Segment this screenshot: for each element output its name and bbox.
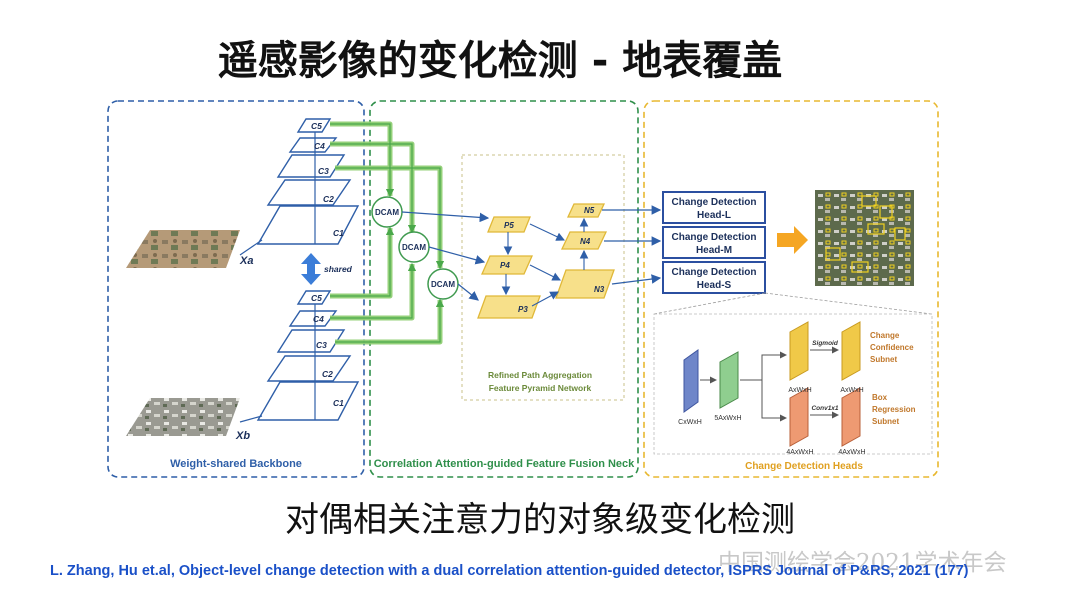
fpn-label-n5: N5 — [584, 206, 595, 215]
dcam-label-3: DCAM — [431, 280, 455, 289]
detail-box-block-1 — [789, 387, 809, 447]
layer-label-bottom-c4: C4 — [313, 314, 324, 324]
output-arrow — [777, 226, 808, 254]
shared-label: shared — [324, 264, 353, 274]
fpn-caption-line1: Refined Path Aggregation — [488, 370, 592, 380]
fpn-label-p5: P5 — [504, 221, 514, 230]
head-s-box — [662, 261, 766, 294]
feature-layer-c3-bottom — [276, 329, 346, 353]
detail-conf-dim-2: AxWxH — [840, 387, 863, 394]
box-subnet-line1: Box — [872, 393, 888, 402]
head-m-line2: Head-M — [696, 245, 732, 256]
head-m-line1: Change Detection — [671, 232, 756, 243]
feature-layer-c4-top — [288, 137, 338, 153]
box-subnet-line2: Regression — [872, 405, 916, 414]
layer-label-top-c4: C4 — [314, 141, 325, 151]
feature-layer-c2-bottom — [266, 355, 352, 382]
detail-conf-block-1 — [789, 321, 809, 381]
slide-title: 遥感影像的变化检测 - 地表覆盖 — [217, 38, 783, 84]
layer-label-top-c2: C2 — [323, 194, 334, 204]
reference-citation: L. Zhang, Hu et.al, Object-level change … — [50, 563, 969, 579]
detail-conf-dim-1: AxWxH — [788, 387, 811, 394]
fpn-panel — [461, 154, 625, 401]
detail-conf-block-2 — [841, 321, 861, 381]
input-label-b: Xb — [235, 430, 250, 442]
input-label-a: Xa — [239, 255, 253, 267]
head-l-line1: Change Detection — [671, 197, 756, 208]
dcam-label-1: DCAM — [375, 208, 399, 217]
feature-layer-c5-top — [296, 118, 332, 133]
detail-box-block-2 — [841, 387, 861, 447]
detail-mid-block — [719, 351, 739, 409]
input-image-b — [126, 398, 240, 436]
fpn-level-p3 — [477, 295, 541, 319]
neck-caption: Correlation Attention-guided Feature Fus… — [374, 458, 635, 470]
fpn-label-n4: N4 — [580, 237, 591, 246]
fpn-label-p3: P3 — [518, 305, 528, 314]
layer-label-bottom-c3: C3 — [316, 340, 327, 350]
layer-label-bottom-c5: C5 — [311, 293, 322, 303]
fpn-label-n3: N3 — [594, 285, 605, 294]
feature-layer-c3-top — [276, 154, 346, 178]
fpn-caption-line2: Feature Pyramid Network — [489, 383, 592, 393]
conf-subnet-line3: Subnet — [870, 355, 897, 364]
backbone-caption: Weight-shared Backbone — [170, 458, 302, 470]
input-image-a — [126, 230, 240, 268]
watermark: 中国测绘学会2021学术年会 — [718, 550, 1007, 576]
head-l-line2: Head-L — [697, 210, 731, 221]
layer-label-top-c3: C3 — [318, 166, 329, 176]
detail-box-dim-2: 4AxWxH — [838, 449, 865, 456]
detail-conv-label: Conv1x1 — [811, 405, 838, 412]
heads-caption: Change Detection Heads — [745, 461, 863, 472]
detail-mid-dim: 5AxWxH — [714, 415, 741, 422]
layer-label-top-c5: C5 — [311, 121, 322, 131]
fpn-level-p4 — [480, 255, 534, 275]
head-s-line2: Head-S — [697, 280, 732, 291]
feature-layer-c2-top — [266, 179, 352, 206]
feature-layer-c1-top — [256, 205, 360, 245]
shared-weights-arrow — [301, 253, 321, 285]
feature-layer-c5-bottom — [296, 290, 332, 305]
box-subnet-line3: Subnet — [872, 417, 899, 426]
layer-label-top-c1: C1 — [333, 228, 344, 238]
fpn-level-n5 — [566, 203, 606, 218]
head-m-box — [662, 226, 766, 259]
detail-input-block — [683, 349, 699, 413]
feature-layer-c4-bottom — [288, 310, 338, 327]
slide-subtitle: 对偶相关注意力的对象级变化检测 — [285, 500, 795, 540]
layer-label-bottom-c1: C1 — [333, 398, 344, 408]
fpn-level-n3 — [555, 269, 615, 299]
detail-sigmoid-label: Sigmoid — [812, 340, 839, 347]
detail-in-dim: CxWxH — [678, 419, 702, 426]
dcam-label-2: DCAM — [402, 243, 426, 252]
detail-box-dim-1: 4AxWxH — [786, 449, 813, 456]
neck-panel — [369, 100, 639, 478]
conf-subnet-line1: Change — [870, 331, 900, 340]
layer-label-bottom-c2: C2 — [322, 369, 333, 379]
backbone-panel — [107, 100, 365, 478]
fpn-level-p5 — [487, 216, 531, 233]
fpn-label-p4: P4 — [500, 261, 510, 270]
conf-subnet-line2: Confidence — [870, 343, 914, 352]
fpn-level-n4 — [560, 231, 608, 250]
head-s-line1: Change Detection — [671, 267, 756, 278]
feature-layer-c1-bottom — [256, 381, 360, 421]
head-detail-panel — [653, 313, 933, 455]
head-l-box — [662, 191, 766, 224]
